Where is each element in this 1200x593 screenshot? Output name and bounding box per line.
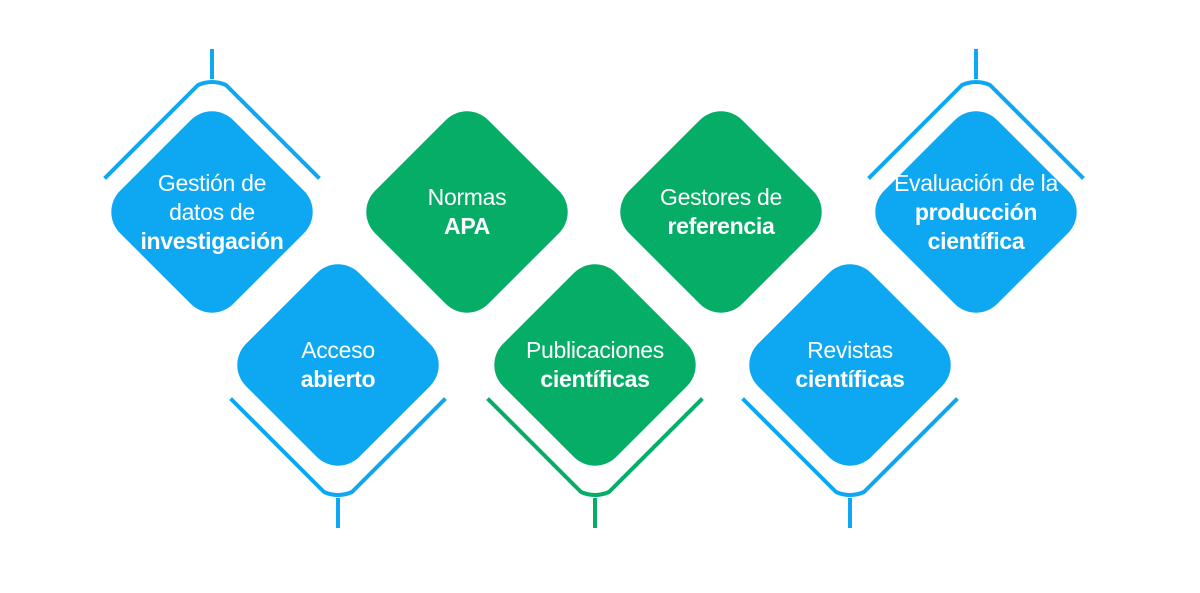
label-publicaciones-cientificas: Publicaciones científicas	[485, 336, 705, 394]
label-line: Normas	[427, 184, 507, 210]
label-acceso-abierto: Acceso abierto	[228, 336, 448, 394]
label-line: investigación	[140, 227, 284, 254]
label-line: producción	[914, 198, 1038, 225]
label-gestores-referencia: Gestores de referencia	[611, 183, 831, 241]
label-line: datos de	[169, 198, 255, 225]
label-line: científica	[927, 227, 1025, 254]
label-line: abierto	[300, 366, 376, 392]
label-line: Publicaciones	[525, 337, 665, 363]
label-line: Revistas	[807, 337, 893, 363]
outline-gestion-datos	[103, 80, 321, 180]
label-line: referencia	[667, 213, 775, 239]
outline-evaluacion-produccion	[867, 80, 1085, 180]
label-line: Gestores de	[660, 184, 782, 210]
label-line: Evaluación de la	[894, 169, 1058, 196]
label-line: Acceso	[301, 337, 375, 363]
label-line: científicas	[540, 366, 650, 392]
label-line: científicas	[795, 366, 905, 392]
outline-revistas-cientificas	[741, 397, 959, 497]
label-revistas-cientificas: Revistas científicas	[740, 336, 960, 394]
label-line: Gestión de	[157, 169, 267, 196]
label-line: APA	[444, 213, 490, 239]
outline-publicaciones-cientificas	[486, 397, 704, 497]
outline-acceso-abierto	[229, 397, 447, 497]
